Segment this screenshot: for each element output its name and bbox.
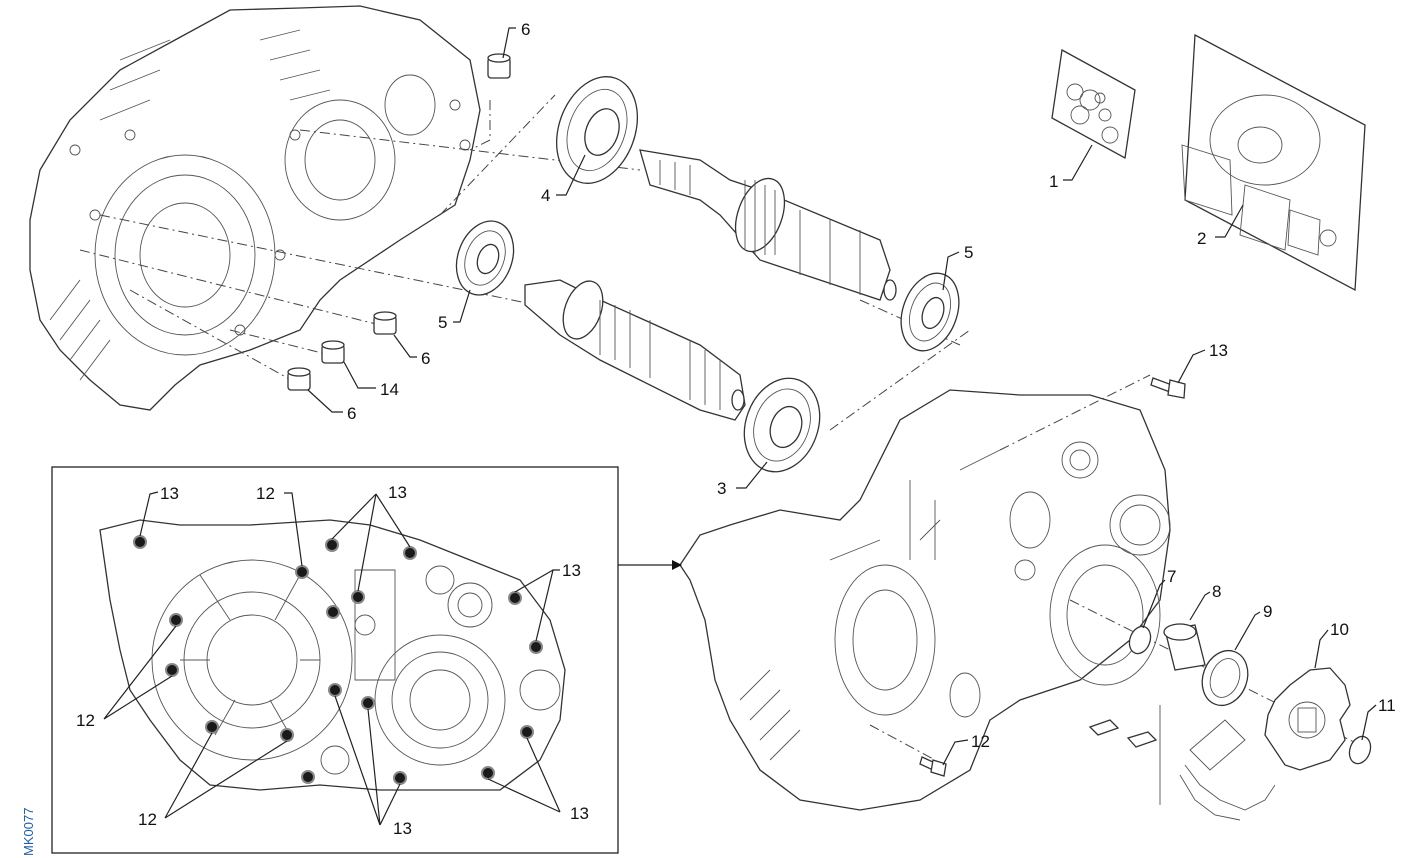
chain-section <box>1088 705 1276 821</box>
gasket-kit-2 <box>1181 33 1366 292</box>
o-ring-7 <box>1128 625 1152 655</box>
label-1: 1 <box>1049 172 1058 191</box>
label-6-top: 6 <box>521 20 530 39</box>
label-2: 2 <box>1197 229 1206 248</box>
label-4: 4 <box>541 186 550 205</box>
label-5-right: 5 <box>964 243 973 262</box>
bearing-4 <box>555 76 639 184</box>
bearing-5-left <box>455 220 515 296</box>
bolt-12-bottom <box>919 756 947 777</box>
label-13-inset-a: 13 <box>160 484 179 503</box>
label-6-mid: 6 <box>421 349 430 368</box>
dowel-mid <box>373 311 397 335</box>
label-13-inset-d: 13 <box>393 819 412 838</box>
label-13-inset-b: 13 <box>388 483 407 502</box>
bolt-13-top <box>1150 377 1186 399</box>
label-13-top: 13 <box>1209 341 1228 360</box>
label-11: 11 <box>1378 696 1396 715</box>
bearing-5-right <box>900 272 960 352</box>
circlip-11 <box>1348 735 1372 765</box>
label-6-bottom: 6 <box>347 404 356 423</box>
label-3: 3 <box>717 479 726 498</box>
drawing-code: MK0077 <box>21 808 36 856</box>
label-13-inset-e: 13 <box>570 804 589 823</box>
left-crankcase-half <box>29 5 481 411</box>
seal-kit-1 <box>1051 48 1136 160</box>
leader-lines <box>103 27 1377 826</box>
label-12-inset-b: 12 <box>76 711 95 730</box>
label-9: 9 <box>1263 602 1272 621</box>
label-13-inset-c: 13 <box>562 561 581 580</box>
sprocket-10 <box>1264 667 1351 771</box>
label-8: 8 <box>1212 582 1221 601</box>
dowel-pins <box>287 53 511 391</box>
counter-shaft <box>524 279 746 421</box>
label-7: 7 <box>1167 567 1176 586</box>
bearing-3 <box>743 377 821 473</box>
label-14: 14 <box>380 380 399 399</box>
label-5-left: 5 <box>438 313 447 332</box>
dowel-14 <box>321 340 345 364</box>
right-crankcase-half <box>679 389 1171 811</box>
label-12-inset-a: 12 <box>256 484 275 503</box>
label-10: 10 <box>1330 620 1349 639</box>
label-12-main: 12 <box>971 732 990 751</box>
assembly-lines-left <box>79 94 971 431</box>
callout-labels: 6 1 2 4 5 5 6 14 6 3 13 7 8 9 10 11 12 1… <box>76 20 1396 838</box>
spacer-8 <box>1163 623 1206 671</box>
dowel-bottom <box>287 367 311 391</box>
label-12-inset-c: 12 <box>138 810 157 829</box>
oil-seal-9 <box>1201 649 1249 707</box>
dowel-top <box>487 53 511 79</box>
main-shaft-upper <box>639 149 897 301</box>
